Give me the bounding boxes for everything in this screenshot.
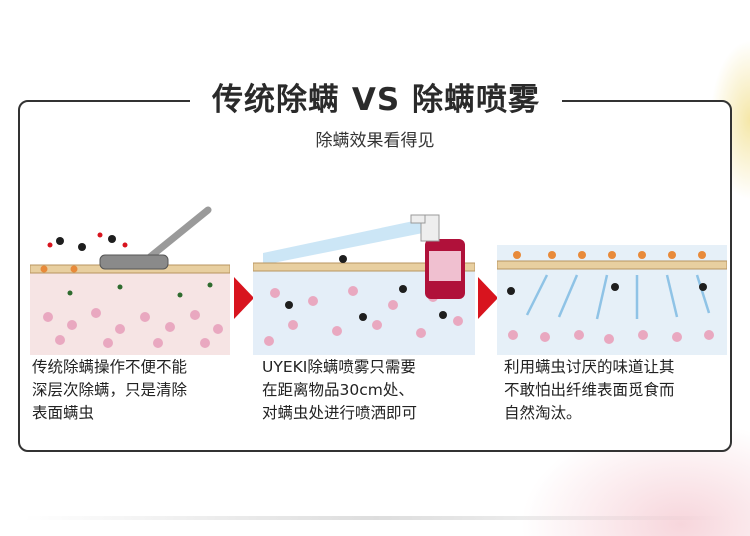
caption-line: 深层次除螨，只是清除 <box>32 381 188 399</box>
caption-line: 对螨虫处进行喷洒即可 <box>262 404 418 422</box>
vacuum-illustration <box>30 206 230 355</box>
mite-group-dark <box>56 235 116 251</box>
caption-line: UYEKI除螨喷雾只需要 <box>262 358 416 376</box>
caption-line: 利用螨虫讨厌的味道让其 <box>504 358 675 376</box>
mite-group-pink <box>43 308 223 348</box>
spray-bottle-icon <box>410 214 465 299</box>
right-arrow-icon <box>234 277 254 319</box>
panel-shadow <box>24 516 728 520</box>
caption-line: 自然淘汰。 <box>504 404 582 422</box>
caption-line: 表面螨虫 <box>32 404 95 422</box>
scene-vacuum <box>30 205 230 355</box>
result-illustration <box>497 245 727 355</box>
page-subtitle: 除螨效果看得见 <box>315 131 435 151</box>
caption-line: 不敢怕出纤维表面觅食而 <box>504 381 675 399</box>
caption-traditional: 传统除螨操作不便不能 深层次除螨，只是清除 表面螨虫 <box>32 356 232 425</box>
caption-spray: UYEKI除螨喷雾只需要 在距离物品30cm处、 对螨虫处进行喷洒即可 <box>262 356 477 425</box>
caption-line: 在距离物品30cm处、 <box>262 381 414 399</box>
scene-result <box>497 205 727 355</box>
scene-spray <box>253 205 475 355</box>
caption-result: 利用螨虫讨厌的味道让其 不敢怕出纤维表面觅食而 自然淘汰。 <box>504 356 724 425</box>
vacuum-cleaner-icon <box>99 206 212 270</box>
caption-line: 传统除螨操作不便不能 <box>32 358 188 376</box>
spray-illustration <box>253 214 475 355</box>
mite-group-dark <box>507 283 707 295</box>
right-arrow-icon <box>478 277 498 319</box>
mite-group-dark <box>285 255 447 321</box>
mite-group-pink <box>508 330 714 344</box>
page-title: 传统除螨 VS 除螨喷雾 <box>190 76 562 124</box>
